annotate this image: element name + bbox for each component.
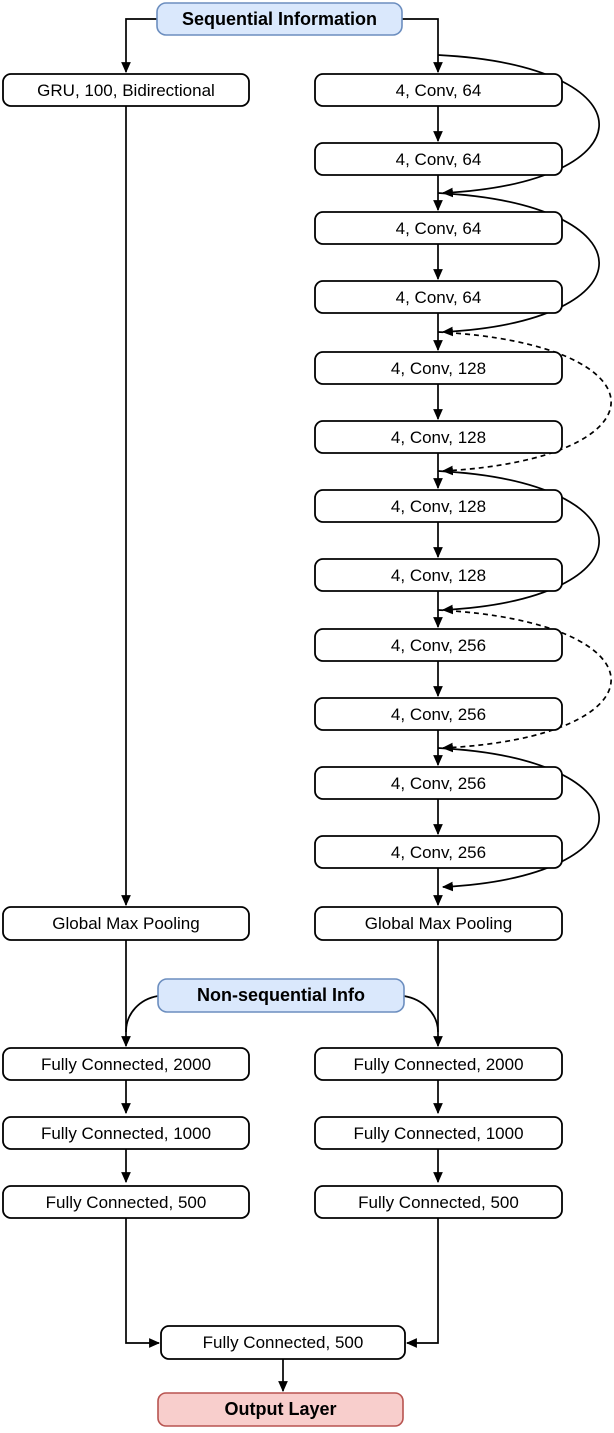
fc2000-right-box bbox=[314, 1047, 563, 1081]
conv-6-box bbox=[314, 420, 563, 454]
conv-11-label: 4, Conv, 256 bbox=[391, 774, 486, 793]
conv-4-label: 4, Conv, 64 bbox=[396, 288, 482, 307]
conv-4-box bbox=[314, 280, 563, 314]
edge-nonseq-right bbox=[403, 995, 439, 1033]
edge-nonseq-left bbox=[125, 995, 159, 1033]
sequential-information-box bbox=[156, 2, 403, 36]
conv-5-label: 4, Conv, 128 bbox=[391, 359, 486, 378]
conv-2-box bbox=[314, 142, 563, 176]
fc500-left-box bbox=[2, 1185, 250, 1219]
node-fc500-left: Fully Connected, 500 bbox=[2, 1185, 250, 1219]
node-sequential-information: Sequential Information bbox=[156, 2, 403, 36]
pooling-left-box bbox=[2, 906, 250, 941]
conv-2-label: 4, Conv, 64 bbox=[396, 150, 482, 169]
conv-9-box bbox=[314, 628, 563, 662]
node-output-layer: Output Layer bbox=[157, 1392, 404, 1427]
node-fc2000-right: Fully Connected, 2000 bbox=[314, 1047, 563, 1081]
fc2000-left-label: Fully Connected, 2000 bbox=[41, 1055, 211, 1074]
conv-12-box bbox=[314, 835, 563, 869]
node-non-sequential-info: Non-sequential Info bbox=[157, 978, 405, 1013]
node-fc500-merge: Fully Connected, 500 bbox=[160, 1325, 406, 1360]
node-global-max-pooling-left: Global Max Pooling bbox=[2, 906, 250, 941]
fc500-merge-label: Fully Connected, 500 bbox=[203, 1333, 364, 1352]
edge-seqinfo-to-gru bbox=[121, 18, 157, 74]
pooling-right-box bbox=[314, 906, 563, 941]
node-conv-7: 4, Conv, 128 bbox=[314, 489, 563, 523]
conv-5-box bbox=[314, 351, 563, 385]
edge-right-to-merge bbox=[405, 1218, 439, 1348]
conv-1-label: 4, Conv, 64 bbox=[396, 81, 482, 100]
node-gru: GRU, 100, Bidirectional bbox=[2, 73, 250, 107]
skip-connection-4-solid bbox=[437, 470, 600, 615]
conv-6-label: 4, Conv, 128 bbox=[391, 428, 486, 447]
conv-12-label: 4, Conv, 256 bbox=[391, 843, 486, 862]
fc2000-right-label: Fully Connected, 2000 bbox=[353, 1055, 523, 1074]
skip-connection-5-dashed bbox=[437, 609, 612, 753]
node-conv-5: 4, Conv, 128 bbox=[314, 351, 563, 385]
conv-9-label: 4, Conv, 256 bbox=[391, 636, 486, 655]
node-conv-4: 4, Conv, 64 bbox=[314, 280, 563, 314]
pooling-left-label: Global Max Pooling bbox=[52, 914, 199, 933]
sequential-information-label: Sequential Information bbox=[182, 9, 377, 29]
conv-3-box bbox=[314, 211, 563, 245]
node-conv-8: 4, Conv, 128 bbox=[314, 558, 563, 592]
output-layer-label: Output Layer bbox=[224, 1399, 336, 1419]
conv-10-label: 4, Conv, 256 bbox=[391, 705, 486, 724]
node-conv-9: 4, Conv, 256 bbox=[314, 628, 563, 662]
node-global-max-pooling-right: Global Max Pooling bbox=[314, 906, 563, 941]
conv-7-box bbox=[314, 489, 563, 523]
skip-connection-1-solid bbox=[437, 54, 600, 198]
non-sequential-info-label: Non-sequential Info bbox=[197, 985, 365, 1005]
pooling-right-label: Global Max Pooling bbox=[365, 914, 512, 933]
fc1000-left-box bbox=[2, 1116, 250, 1150]
edge-seqinfo-to-conv bbox=[402, 18, 443, 74]
node-conv-6: 4, Conv, 128 bbox=[314, 420, 563, 454]
node-conv-12: 4, Conv, 256 bbox=[314, 835, 563, 869]
gru-box bbox=[2, 73, 250, 107]
conv-3-label: 4, Conv, 64 bbox=[396, 219, 482, 238]
fc500-right-label: Fully Connected, 500 bbox=[358, 1193, 519, 1212]
fc500-right-box bbox=[314, 1185, 563, 1219]
conv-10-box bbox=[314, 697, 563, 731]
fc1000-right-box bbox=[314, 1116, 563, 1150]
gru-label: GRU, 100, Bidirectional bbox=[37, 81, 215, 100]
fc2000-left-box bbox=[2, 1047, 250, 1081]
skip-connection-6-solid bbox=[437, 747, 600, 892]
node-fc1000-left: Fully Connected, 1000 bbox=[2, 1116, 250, 1150]
fc1000-right-label: Fully Connected, 1000 bbox=[353, 1124, 523, 1143]
skip-connection-2-solid bbox=[437, 192, 600, 337]
node-conv-3: 4, Conv, 64 bbox=[314, 211, 563, 245]
node-fc2000-left: Fully Connected, 2000 bbox=[2, 1047, 250, 1081]
node-conv-1: 4, Conv, 64 bbox=[314, 73, 563, 107]
conv-8-box bbox=[314, 558, 563, 592]
non-sequential-info-box bbox=[157, 978, 405, 1013]
output-layer-box bbox=[157, 1392, 404, 1427]
fc500-merge-box bbox=[160, 1325, 406, 1360]
fc1000-left-label: Fully Connected, 1000 bbox=[41, 1124, 211, 1143]
conv-8-label: 4, Conv, 128 bbox=[391, 566, 486, 585]
node-fc1000-right: Fully Connected, 1000 bbox=[314, 1116, 563, 1150]
conv-11-box bbox=[314, 766, 563, 800]
conv-7-label: 4, Conv, 128 bbox=[391, 497, 486, 516]
node-fc500-right: Fully Connected, 500 bbox=[314, 1185, 563, 1219]
node-conv-11: 4, Conv, 256 bbox=[314, 766, 563, 800]
fc500-left-label: Fully Connected, 500 bbox=[46, 1193, 207, 1212]
node-conv-10: 4, Conv, 256 bbox=[314, 697, 563, 731]
skip-connection-3-dashed bbox=[437, 331, 612, 476]
conv-1-box bbox=[314, 73, 563, 107]
node-conv-2: 4, Conv, 64 bbox=[314, 142, 563, 176]
edge-left-to-merge bbox=[125, 1218, 161, 1348]
